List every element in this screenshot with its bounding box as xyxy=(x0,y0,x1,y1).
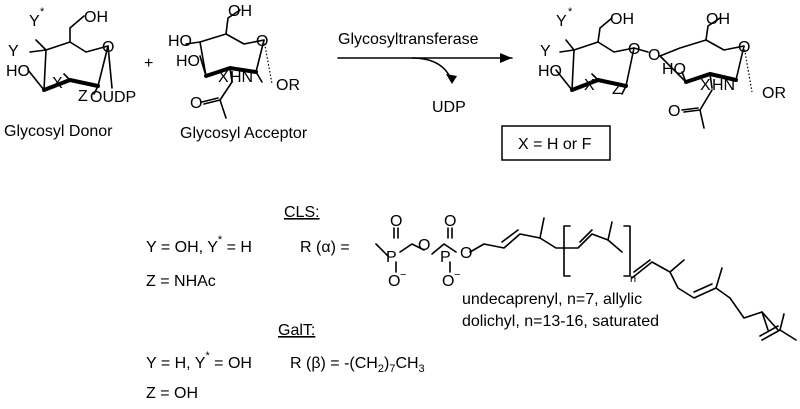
galt-title: GalT: xyxy=(278,322,315,339)
product-or: OR xyxy=(762,85,786,102)
product-y-star: Y xyxy=(556,13,567,30)
phosphate-ester-o: O xyxy=(460,245,472,262)
acceptor-x: X xyxy=(218,69,229,86)
acceptor-oh: OH xyxy=(228,3,252,20)
byproduct-udp: UDP xyxy=(432,99,466,116)
product-y: Y xyxy=(540,43,551,60)
product-carbonyl-o: O xyxy=(668,103,680,120)
acceptor-or: OR xyxy=(276,77,300,94)
phosphate-o-bottom-1: O xyxy=(388,273,400,290)
phosphate-bridge-o: O xyxy=(418,237,430,254)
acceptor-carbonyl-o: O xyxy=(190,95,202,112)
polyprenyl-diphosphate-structure: O P O − O O P O − O n xyxy=(375,213,797,341)
plus-sign: + xyxy=(144,55,153,72)
galt-r-definition: R (β) = -(CH2)7CH3 xyxy=(290,355,425,375)
product-hn: HN xyxy=(712,77,735,94)
cls-z-line: Z = NHAc xyxy=(146,273,216,290)
glycosyl-acceptor-structure: OH HO O HO X HN OR O xyxy=(168,3,300,119)
donor-z: Z xyxy=(78,88,88,105)
glycosyl-acceptor-label: Glycosyl Acceptor xyxy=(180,125,308,142)
product-ho-2: HO xyxy=(662,61,686,78)
product-glycosidic-o: O xyxy=(648,47,660,64)
phosphate-p-2: P xyxy=(440,249,451,266)
phosphate-o-top-1: O xyxy=(390,213,402,230)
product-x-2: X xyxy=(700,77,711,94)
cls-y-line-a: Y = OH, Y xyxy=(146,239,218,256)
galt-z-line: Z = OH xyxy=(146,385,198,402)
galt-y-line-a: Y = H, Y xyxy=(146,355,206,372)
product-ho-1: HO xyxy=(538,63,562,80)
donor-star: * xyxy=(40,6,45,18)
phosphate-o-bottom-2: O xyxy=(442,273,454,290)
acceptor-ho-top: HO xyxy=(168,33,192,50)
acceptor-ho-bottom: HO xyxy=(176,53,200,70)
galt-y-star-mark: * xyxy=(205,350,210,362)
galt-r-c: CH xyxy=(395,355,418,372)
product-z: Z xyxy=(612,81,622,98)
x-definition-text: X = H or F xyxy=(518,136,592,153)
x-definition-box xyxy=(501,125,611,161)
galt-r-sub1: 2 xyxy=(378,363,384,375)
product-ring-o-1: O xyxy=(628,41,640,58)
donor-oudp: OUDP xyxy=(90,89,136,106)
galt-r-sub2: 7 xyxy=(389,363,395,375)
glycosyl-donor-structure: Y * OH Y O HO X Z OUDP xyxy=(6,6,136,106)
reaction-arrowhead xyxy=(500,53,512,63)
cls-y-line-b: = H xyxy=(222,239,252,256)
donor-oh: OH xyxy=(84,9,108,26)
galt-r-a: R (β) = -(CH xyxy=(290,355,378,372)
enzyme-label: Glycosyltransferase xyxy=(338,31,479,48)
galt-y-line-b: = OH xyxy=(210,355,252,372)
galt-r-b: ) xyxy=(384,355,389,372)
byproduct-arrowhead xyxy=(446,74,457,84)
product-star: * xyxy=(568,6,573,18)
phosphate-minus-1: − xyxy=(400,269,406,281)
acceptor-hn: HN xyxy=(230,69,253,86)
undecaprenyl-note: undecaprenyl, n=7, allylic xyxy=(462,291,642,308)
repeat-unit-n: n xyxy=(630,273,636,285)
byproduct-curved-arrow xyxy=(411,57,453,83)
donor-ring-o: O xyxy=(102,39,114,56)
cls-r-definition: R (α) = xyxy=(300,239,350,256)
cls-title: CLS: xyxy=(284,204,320,221)
cls-y-star-mark: * xyxy=(218,234,223,246)
product-x-1: X xyxy=(584,77,595,94)
phosphate-o-top-2: O xyxy=(444,213,456,230)
product-oh-1: OH xyxy=(610,11,634,28)
acceptor-ring-o: O xyxy=(256,33,268,50)
phosphate-p-1: P xyxy=(386,249,397,266)
dolichyl-note: dolichyl, n=13-16, saturated xyxy=(462,313,659,330)
product-oh-2: OH xyxy=(706,11,730,28)
galt-y-line: Y = H, Y* = OH xyxy=(146,350,252,372)
donor-ho: HO xyxy=(6,63,30,80)
donor-x: X xyxy=(52,75,63,92)
product-ring-o-2: O xyxy=(738,39,750,56)
galt-r-sub3: 3 xyxy=(419,363,425,375)
donor-y: Y xyxy=(8,43,19,60)
phosphate-minus-2: − xyxy=(454,269,460,281)
glycosyl-donor-label: Glycosyl Donor xyxy=(4,123,113,140)
cls-y-line: Y = OH, Y* = H xyxy=(146,234,252,256)
disaccharide-product-structure: Y * OH OH Y O O O HO HO X Z X HN OR O xyxy=(538,6,786,129)
donor-y-star: Y xyxy=(29,13,40,30)
